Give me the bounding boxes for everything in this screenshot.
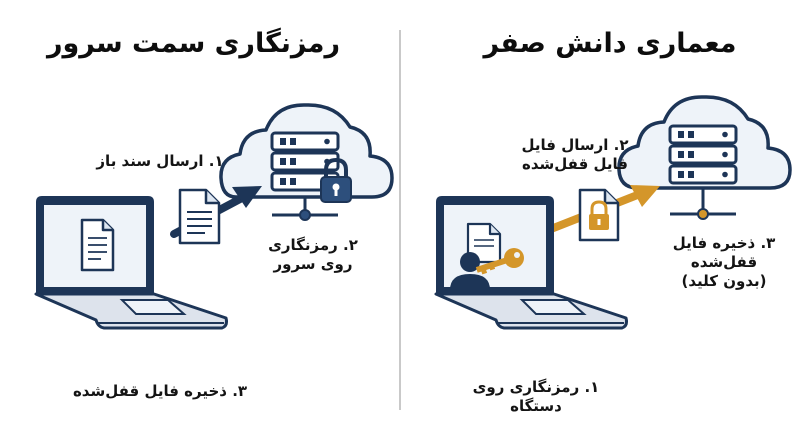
left-step1-label: ۱. ارسال سند باز [96,152,224,170]
right-step2-label: ۲. ارسال فایل فایل قفل‌شده [520,136,630,174]
key-icon [475,248,524,275]
lock-icon [320,157,352,203]
left-panel-title: رمزنگاری سمت سرور [46,28,340,59]
panel-divider [399,30,401,410]
cloud-server-icon [617,95,792,220]
left-step2-label: ۲. رمزنگاری روی سرور [268,236,358,274]
right-step3-line2: قفل‌شده [690,253,758,271]
right-step3-line3: (بدون کلید) [681,272,767,290]
laptop-icon [34,196,228,330]
right-step1-label: ۱. رمزنگاری روی دستگاه [466,378,606,416]
right-step2-line1: ۲. ارسال فایل [521,136,629,154]
right-step3-line1: ۳. ذخیره فایل [672,234,776,252]
right-step3-label: ۳. ذخیره فایل قفل‌شده (بدون کلید) [668,234,780,291]
right-panel-title: معماری دانش صفر [483,28,737,59]
laptop-icon [434,196,628,330]
open-document-icon [178,188,221,245]
right-step1-line1: ۱. رمزنگاری روی [472,378,600,396]
user-icon [450,252,490,290]
right-step2-line2: فایل قفل‌شده [522,155,628,173]
left-step3-label: ۳. ذخیره فایل قفل‌شده [72,382,248,400]
left-step2-line1: ۲. رمزنگاری [268,236,358,254]
right-step1-line2: دستگاه [510,397,562,415]
locked-file-icon [578,188,620,242]
left-step2-line2: روی سرور [273,255,353,273]
